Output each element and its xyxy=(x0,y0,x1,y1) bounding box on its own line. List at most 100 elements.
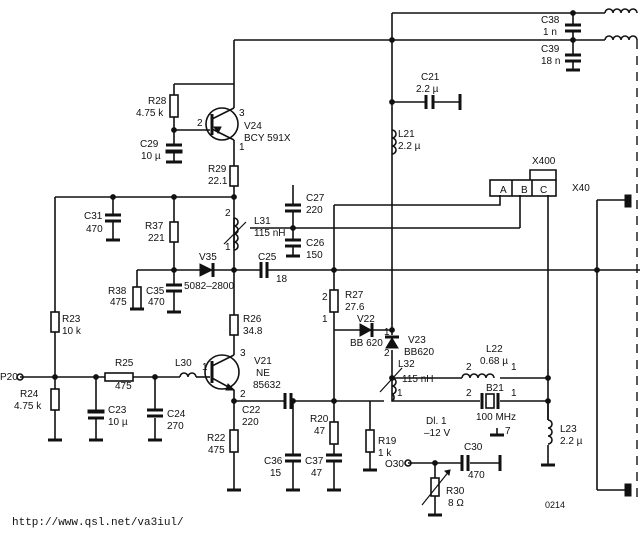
label-r29-ref: R29 xyxy=(208,164,227,175)
resistor-r22 xyxy=(229,429,239,453)
label-b21-ref: B21 xyxy=(486,383,504,394)
label-r27-pin2: 2 xyxy=(322,292,328,303)
b21-body xyxy=(485,393,495,409)
diode-v22 xyxy=(359,323,373,337)
label-r25-ref: R25 xyxy=(115,358,134,369)
label-v21-pin3: 3 xyxy=(240,348,246,359)
label-c35-value: 470 xyxy=(148,297,165,308)
label-v24-ref: V24 xyxy=(244,121,262,132)
inductor-l22 xyxy=(461,373,495,379)
resistor-r20 xyxy=(329,421,339,445)
resistor-r27 xyxy=(329,289,339,313)
label-r23-ref: R23 xyxy=(62,314,81,325)
label-v23-value: BB620 xyxy=(404,347,434,358)
label-r30-value: 8 Ω xyxy=(448,498,464,509)
resistor-r29 xyxy=(229,165,239,187)
label-l22-pin2: 2 xyxy=(466,362,472,373)
resistor-r30 xyxy=(430,477,440,497)
watermark-url: http://www.qsl.net/va3iul/ xyxy=(12,517,184,529)
label-r26-value: 34.8 xyxy=(243,326,263,337)
label-ref-0214: 0214 xyxy=(545,500,565,510)
inductors xyxy=(179,8,638,445)
junction xyxy=(331,267,337,273)
label-l23-ref: L23 xyxy=(560,424,577,435)
diode-v35 xyxy=(199,263,214,277)
resistor-r37 xyxy=(169,221,179,243)
label-x400: X400 xyxy=(532,156,556,167)
junction xyxy=(93,374,99,380)
inductor-l30 xyxy=(179,372,197,378)
label-r37-ref: R37 xyxy=(145,221,164,232)
diodes xyxy=(199,263,399,349)
label-l32-value: 115 nH xyxy=(402,374,434,385)
x400-housing xyxy=(529,169,557,180)
label-c36-ref: C36 xyxy=(264,456,283,467)
junction xyxy=(231,267,237,273)
junction xyxy=(52,374,58,380)
label-c31-value: 470 xyxy=(86,224,103,235)
label-l21-value: 2.2 µ xyxy=(398,141,421,152)
label-c36-value: 15 xyxy=(270,468,282,479)
resistor-r38 xyxy=(132,286,142,310)
label-r30-ref: R30 xyxy=(446,486,465,497)
label-v24-pin1: 1 xyxy=(239,142,245,153)
v24-emitter-arrow xyxy=(213,126,222,134)
label-l21-ref: L21 xyxy=(398,129,415,140)
transistor-v21 xyxy=(204,354,240,390)
label-c37-value: 47 xyxy=(311,468,323,479)
label-c23-ref: C23 xyxy=(108,405,127,416)
label-c29-ref: C29 xyxy=(140,139,159,150)
junction xyxy=(290,225,296,231)
junction xyxy=(231,194,237,200)
connectors xyxy=(16,169,632,497)
junction-dots xyxy=(52,10,600,466)
label-c35-ref: C35 xyxy=(146,286,165,297)
label-r25-value: 475 xyxy=(115,381,132,392)
label-c39-ref: C39 xyxy=(541,44,560,55)
inductor-second-right xyxy=(604,35,638,41)
label-supply-line1: Dl. 1 xyxy=(426,416,447,427)
resistors xyxy=(50,94,451,506)
label-r38-value: 475 xyxy=(110,297,127,308)
junction xyxy=(389,99,395,105)
wire-to-pin-a xyxy=(334,195,501,206)
label-c23-value: 10 µ xyxy=(108,417,128,428)
label-v35-ref: V35 xyxy=(199,252,217,263)
label-r20-ref: R20 xyxy=(310,414,329,425)
inductor-top-right xyxy=(604,8,638,14)
label-v21-value: NE xyxy=(256,368,270,379)
grounds xyxy=(48,68,580,517)
label-l30-ref: L30 xyxy=(175,358,192,369)
label-c25-value: 18 xyxy=(276,274,288,285)
label-v21-part: 85632 xyxy=(253,380,281,391)
v24-collector-lead xyxy=(211,107,235,120)
label-p20: P20 xyxy=(0,372,18,383)
label-x40: X40 xyxy=(572,183,590,194)
label-r22-value: 475 xyxy=(208,445,225,456)
label-c21-ref: C21 xyxy=(421,72,440,83)
label-c24-value: 270 xyxy=(167,421,184,432)
junction xyxy=(432,460,438,466)
label-v23-pin2: 2 xyxy=(384,348,390,359)
label-v22-ref: V22 xyxy=(357,314,375,325)
label-l32-ref: L32 xyxy=(398,359,415,370)
resistor-r26 xyxy=(229,314,239,336)
label-v24-pin3: 3 xyxy=(239,108,245,119)
label-b21-value: 100 MHz xyxy=(476,412,516,423)
capacitor-c29-plate xyxy=(165,149,183,154)
label-o30: O30 xyxy=(385,459,404,470)
label-v24-pin2: 2 xyxy=(197,118,203,129)
label-l32-pin1: 1 xyxy=(397,388,403,399)
label-v24-value: BCY 591X xyxy=(244,133,291,144)
label-c25-ref: C25 xyxy=(258,252,277,263)
label-c30-value: 470 xyxy=(468,470,485,481)
resistor-r28 xyxy=(169,94,179,118)
junction xyxy=(389,327,395,333)
crystal-b21 xyxy=(480,393,500,409)
label-l22-pin1: 1 xyxy=(511,362,517,373)
label-c22-value: 220 xyxy=(242,417,259,428)
label-c27-value: 220 xyxy=(306,205,323,216)
transistors xyxy=(204,107,240,391)
label-r38-ref: R38 xyxy=(108,286,127,297)
